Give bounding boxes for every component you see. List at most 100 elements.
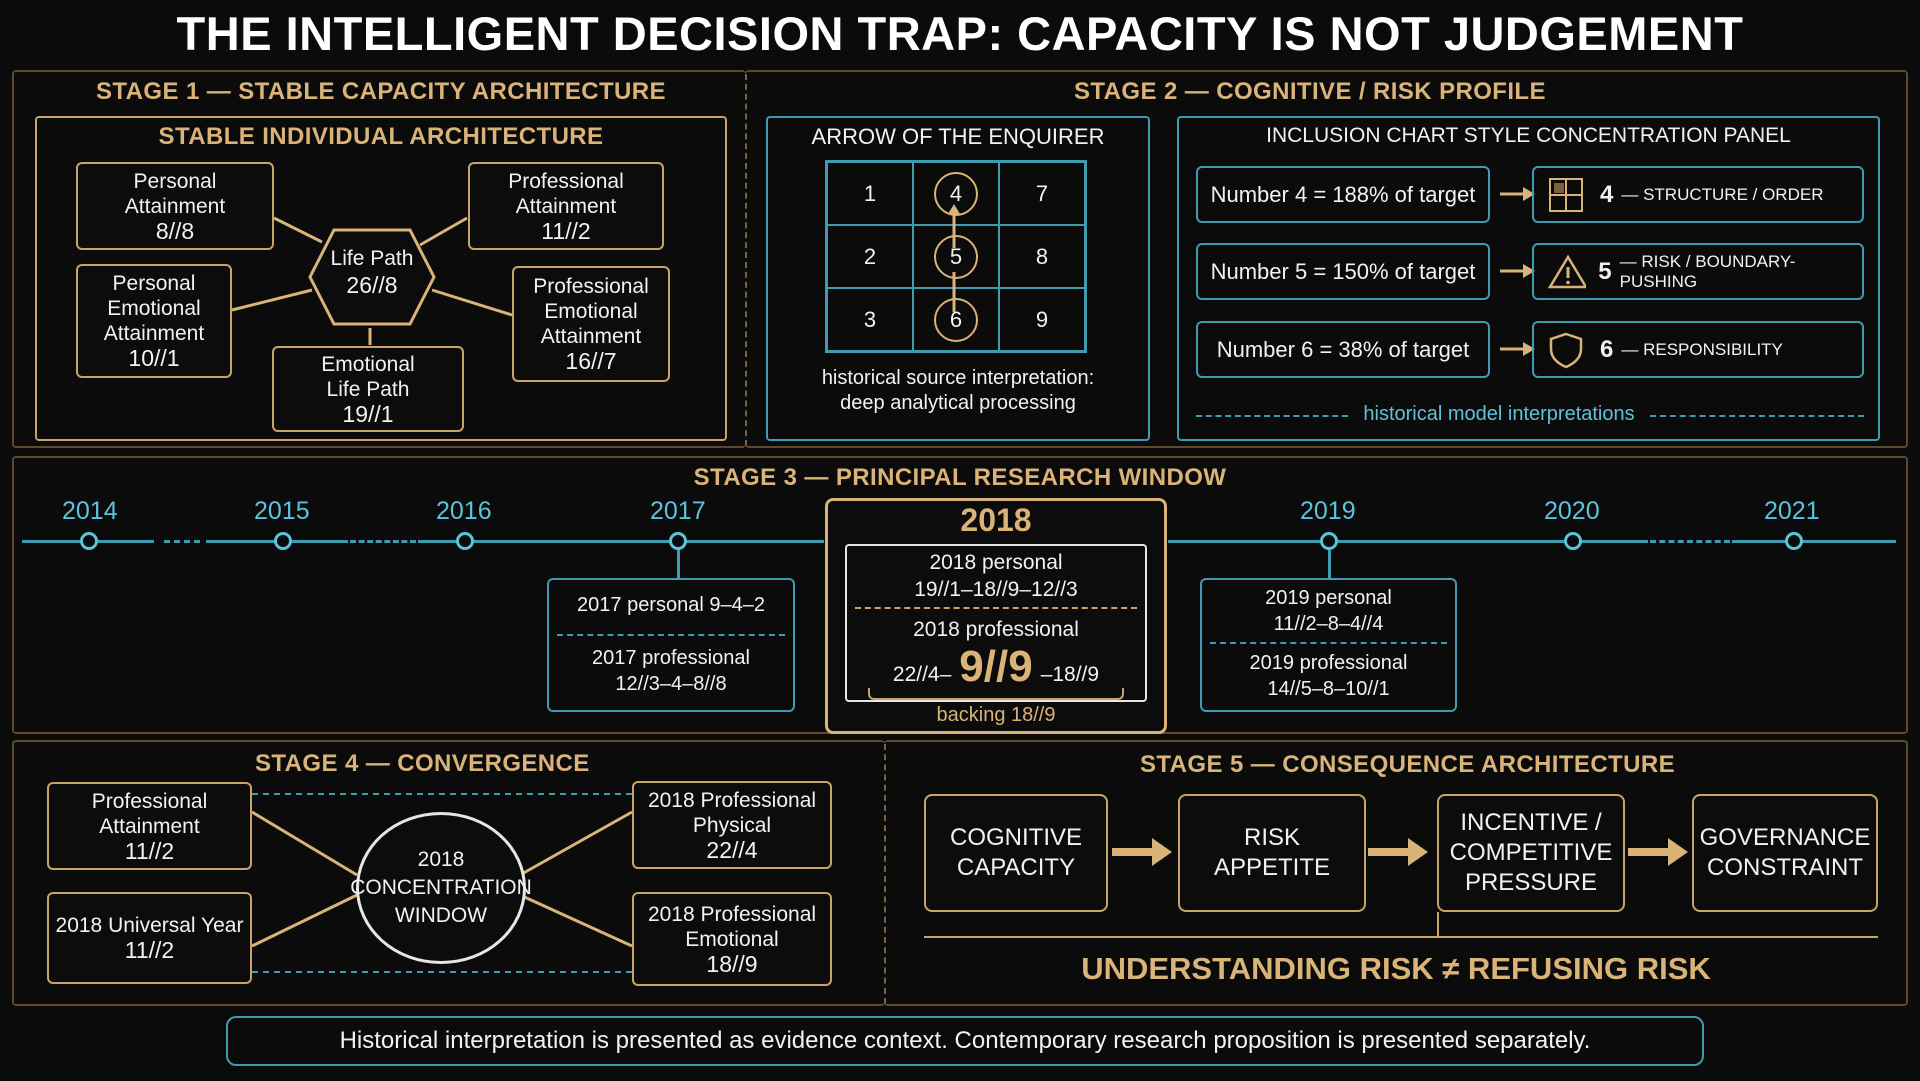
inclusion-footer-line — [1650, 415, 1864, 417]
professional-emotional-node: 2018 Professional Emotional 18//9 — [632, 892, 832, 986]
box-2018-professional-row: 22//4– 9//9 –18//9 — [845, 642, 1147, 692]
footer-note: Historical interpretation is presented a… — [226, 1016, 1704, 1066]
node-value: 26//8 — [346, 272, 398, 298]
timeline-dot — [274, 532, 292, 550]
warning-icon — [1548, 254, 1587, 288]
footer-text: Historical interpretation is presented a… — [339, 1027, 1591, 1054]
node-value: 11//2 — [124, 837, 175, 864]
flow-arrows — [1112, 838, 1688, 866]
stage1-connectors — [231, 216, 513, 345]
personal-attainment-node: Personal Attainment 8//8 — [76, 162, 274, 250]
year-label: 2021 — [1764, 497, 1820, 525]
box-2019-personal: 2019 personal 11//2–8–4//4 — [1265, 587, 1392, 635]
stage4-connectors — [251, 793, 633, 973]
box-2019-professional: 2019 professional 14//5–8–10//1 — [1249, 652, 1408, 700]
divider — [1210, 642, 1447, 644]
backing-bracket — [868, 688, 1124, 700]
timeline-dot — [456, 532, 474, 550]
inclusion-right-box: 4 — STRUCTURE / ORDER — [1532, 166, 1864, 223]
grid-icon — [1549, 177, 1583, 212]
grid-cell: 9 — [999, 288, 1085, 351]
year-label: 2015 — [254, 497, 310, 525]
timeline-dot — [1564, 532, 1582, 550]
stage4-section — [12, 740, 885, 1006]
shield-icon — [1549, 332, 1583, 368]
row-text: — RESPONSIBILITY — [1621, 339, 1783, 359]
prof-left: 22//4– — [892, 663, 952, 686]
flow-incentive-pressure: INCENTIVE / COMPETITIVE PRESSURE — [1437, 794, 1625, 912]
flow-governance-constraint: GOVERNANCE CONSTRAINT — [1692, 794, 1878, 912]
node-value: 8//8 — [155, 217, 195, 244]
connector-line — [251, 893, 358, 948]
inclusion-footer: historical model interpretations — [1363, 403, 1635, 425]
stage5-title: STAGE 5 — CONSEQUENCE ARCHITECTURE — [1140, 751, 1675, 778]
timeline-dot — [1785, 532, 1803, 550]
flow-risk-appetite: RISK APPETITE — [1178, 794, 1366, 912]
year-label: 2019 — [1300, 497, 1356, 525]
row-number: 4 — [1600, 180, 1614, 208]
professional-attainment-node: Professional Attainment 11//2 — [468, 162, 664, 250]
prof-right: –18//9 — [1040, 663, 1100, 686]
page-title: THE INTELLIGENT DECISION TRAP: CAPACITY … — [176, 7, 1744, 60]
box-2017 — [547, 578, 795, 712]
connector-line — [431, 288, 513, 317]
node-label: Professional Attainment — [91, 789, 208, 838]
life-path-hexagon — [308, 228, 436, 326]
timeline-line — [164, 540, 200, 543]
node-value: 18//9 — [706, 950, 758, 977]
connector-2017 — [677, 550, 680, 578]
row-number: 6 — [1600, 335, 1614, 363]
node-label: Professional Emotional Attainment — [533, 275, 649, 348]
node-value: 11//2 — [124, 937, 175, 963]
connector-line — [231, 288, 313, 312]
timeline-line — [418, 540, 824, 543]
connector-line — [519, 893, 633, 948]
node-value: 22//4 — [706, 836, 758, 863]
year-label: 2014 — [62, 497, 118, 525]
stage-divider — [745, 74, 747, 446]
inclusion-right-box: 6 — RESPONSIBILITY — [1532, 321, 1864, 378]
grid-cell: 5 — [913, 225, 999, 288]
timeline-line — [350, 540, 416, 543]
arrow-panel-title: ARROW OF THE ENQUIRER — [811, 124, 1105, 149]
arrow-panel — [766, 116, 1150, 441]
inclusion-left-box: Number 6 = 38% of target — [1196, 321, 1490, 378]
connector-2019 — [1328, 550, 1331, 578]
professional-emotional-node: Professional Emotional Attainment 16//7 — [512, 266, 670, 382]
professional-attainment-node: Professional Attainment 11//2 — [47, 782, 252, 870]
stage1-section — [12, 70, 746, 448]
node-value: 10//1 — [128, 345, 180, 371]
inclusion-left-box: Number 4 = 188% of target — [1196, 166, 1490, 223]
timeline-dot — [1320, 532, 1338, 550]
stage1-panel-title: STABLE INDIVIDUAL ARCHITECTURE — [158, 123, 604, 150]
arrow-icon — [1628, 848, 1670, 856]
node-label: Professional Attainment — [508, 169, 624, 218]
highlight-circle: 5 — [934, 234, 978, 279]
highlight-circle: 6 — [934, 297, 978, 342]
arrow-icon — [1112, 848, 1154, 856]
grid-cell: 2 — [827, 225, 913, 288]
node-label: Personal Emotional Attainment — [103, 272, 205, 345]
year-label: 2017 — [650, 497, 706, 525]
timeline-line — [1168, 540, 1648, 543]
node-label: Life Path — [330, 247, 414, 270]
row-text: — RISK / BOUNDARY-PUSHING — [1619, 251, 1796, 291]
professional-physical-node: 2018 Professional Physical 22//4 — [632, 781, 832, 869]
flow-cognitive-capacity: COGNITIVE CAPACITY — [924, 794, 1108, 912]
tagline: UNDERSTANDING RISK ≠ REFUSING RISK — [1081, 951, 1711, 986]
arrow-line — [948, 204, 960, 312]
timeline-dot — [669, 532, 687, 550]
connector-line — [251, 810, 358, 877]
box-2018-personal: 2018 personal 19//1–18//9–12//3 — [914, 551, 1078, 601]
node-label: 2018 Universal Year — [55, 914, 244, 937]
concentration-window-circle: 2018 CONCENTRATION WINDOW — [350, 812, 532, 964]
stage1-panel — [35, 116, 727, 441]
stage3-title: STAGE 3 — PRINCIPAL RESEARCH WINDOW — [693, 464, 1227, 491]
stage4-title: STAGE 4 — CONVERGENCE — [255, 750, 590, 777]
node-label: 2018 Professional Emotional — [647, 902, 817, 951]
grid-cell: 3 — [827, 288, 913, 351]
flow-underline — [924, 936, 1878, 938]
node-label: 2018 Professional Physical — [647, 788, 817, 837]
divider — [855, 607, 1137, 609]
connector-line — [273, 216, 323, 244]
